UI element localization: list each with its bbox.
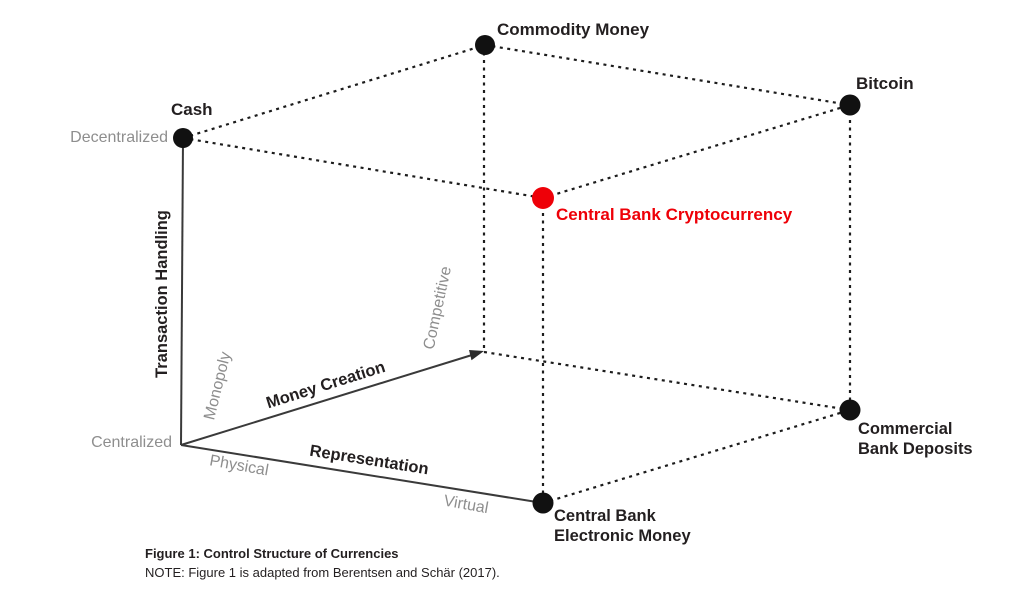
bitcoin-node-label: Bitcoin: [856, 74, 914, 93]
commercial-bank-deposits-label-line2: Bank Deposits: [858, 440, 973, 459]
central-bank-electronic-money-label-line1: Central Bank: [554, 507, 656, 525]
commodity-money-node-dot: [475, 35, 495, 55]
commercial-bank-deposits-node-label: Commercial Bank Deposits: [858, 419, 973, 459]
centralized-tick-label: Centralized: [91, 434, 172, 451]
edge-commodity-bitcoin: [484, 43, 851, 107]
cash-node-dot: [173, 128, 193, 148]
transaction-handling-axis-label: Transaction Handling: [153, 210, 172, 378]
commercial-bank-deposits-node-dot: [839, 399, 861, 421]
central-bank-cryptocurrency-node-label: Central Bank Cryptocurrency: [556, 205, 793, 224]
cash-node-label: Cash: [171, 100, 213, 119]
figure-caption: Figure 1: Control Structure of Currencie…: [145, 546, 500, 580]
money-creation-arrowhead: [469, 350, 484, 361]
transaction-handling-axis-line: [180, 138, 184, 446]
commercial-bank-deposits-label-line1: Commercial: [858, 420, 953, 438]
axis-lines: [180, 138, 544, 504]
edge-cbem-cbd: [542, 408, 851, 505]
central-bank-electronic-money-node-dot: [532, 492, 554, 514]
edge-cash-commodity: [182, 43, 486, 140]
central-bank-cryptocurrency-node-dot: [532, 187, 554, 209]
cube-dashed-edges: [182, 43, 852, 505]
bitcoin-node-dot: [839, 94, 861, 116]
figure-caption-title: Figure 1: Control Structure of Currencie…: [145, 546, 399, 561]
central-bank-electronic-money-node-label: Central Bank Electronic Money: [554, 506, 691, 546]
central-bank-electronic-money-label-line2: Electronic Money: [554, 527, 691, 546]
edge-backcorner-cbd: [483, 350, 851, 412]
commodity-money-node-label: Commodity Money: [497, 20, 650, 39]
representation-axis-line: [180, 444, 544, 504]
node-dots: [173, 35, 861, 514]
figure-caption-note: NOTE: Figure 1 is adapted from Berentsen…: [145, 564, 500, 580]
decentralized-tick-label: Decentralized: [70, 129, 168, 146]
edge-cbcc-bitcoin: [542, 103, 851, 200]
money-creation-axis-line: [180, 354, 473, 446]
edge-cash-cbcc: [182, 136, 544, 200]
